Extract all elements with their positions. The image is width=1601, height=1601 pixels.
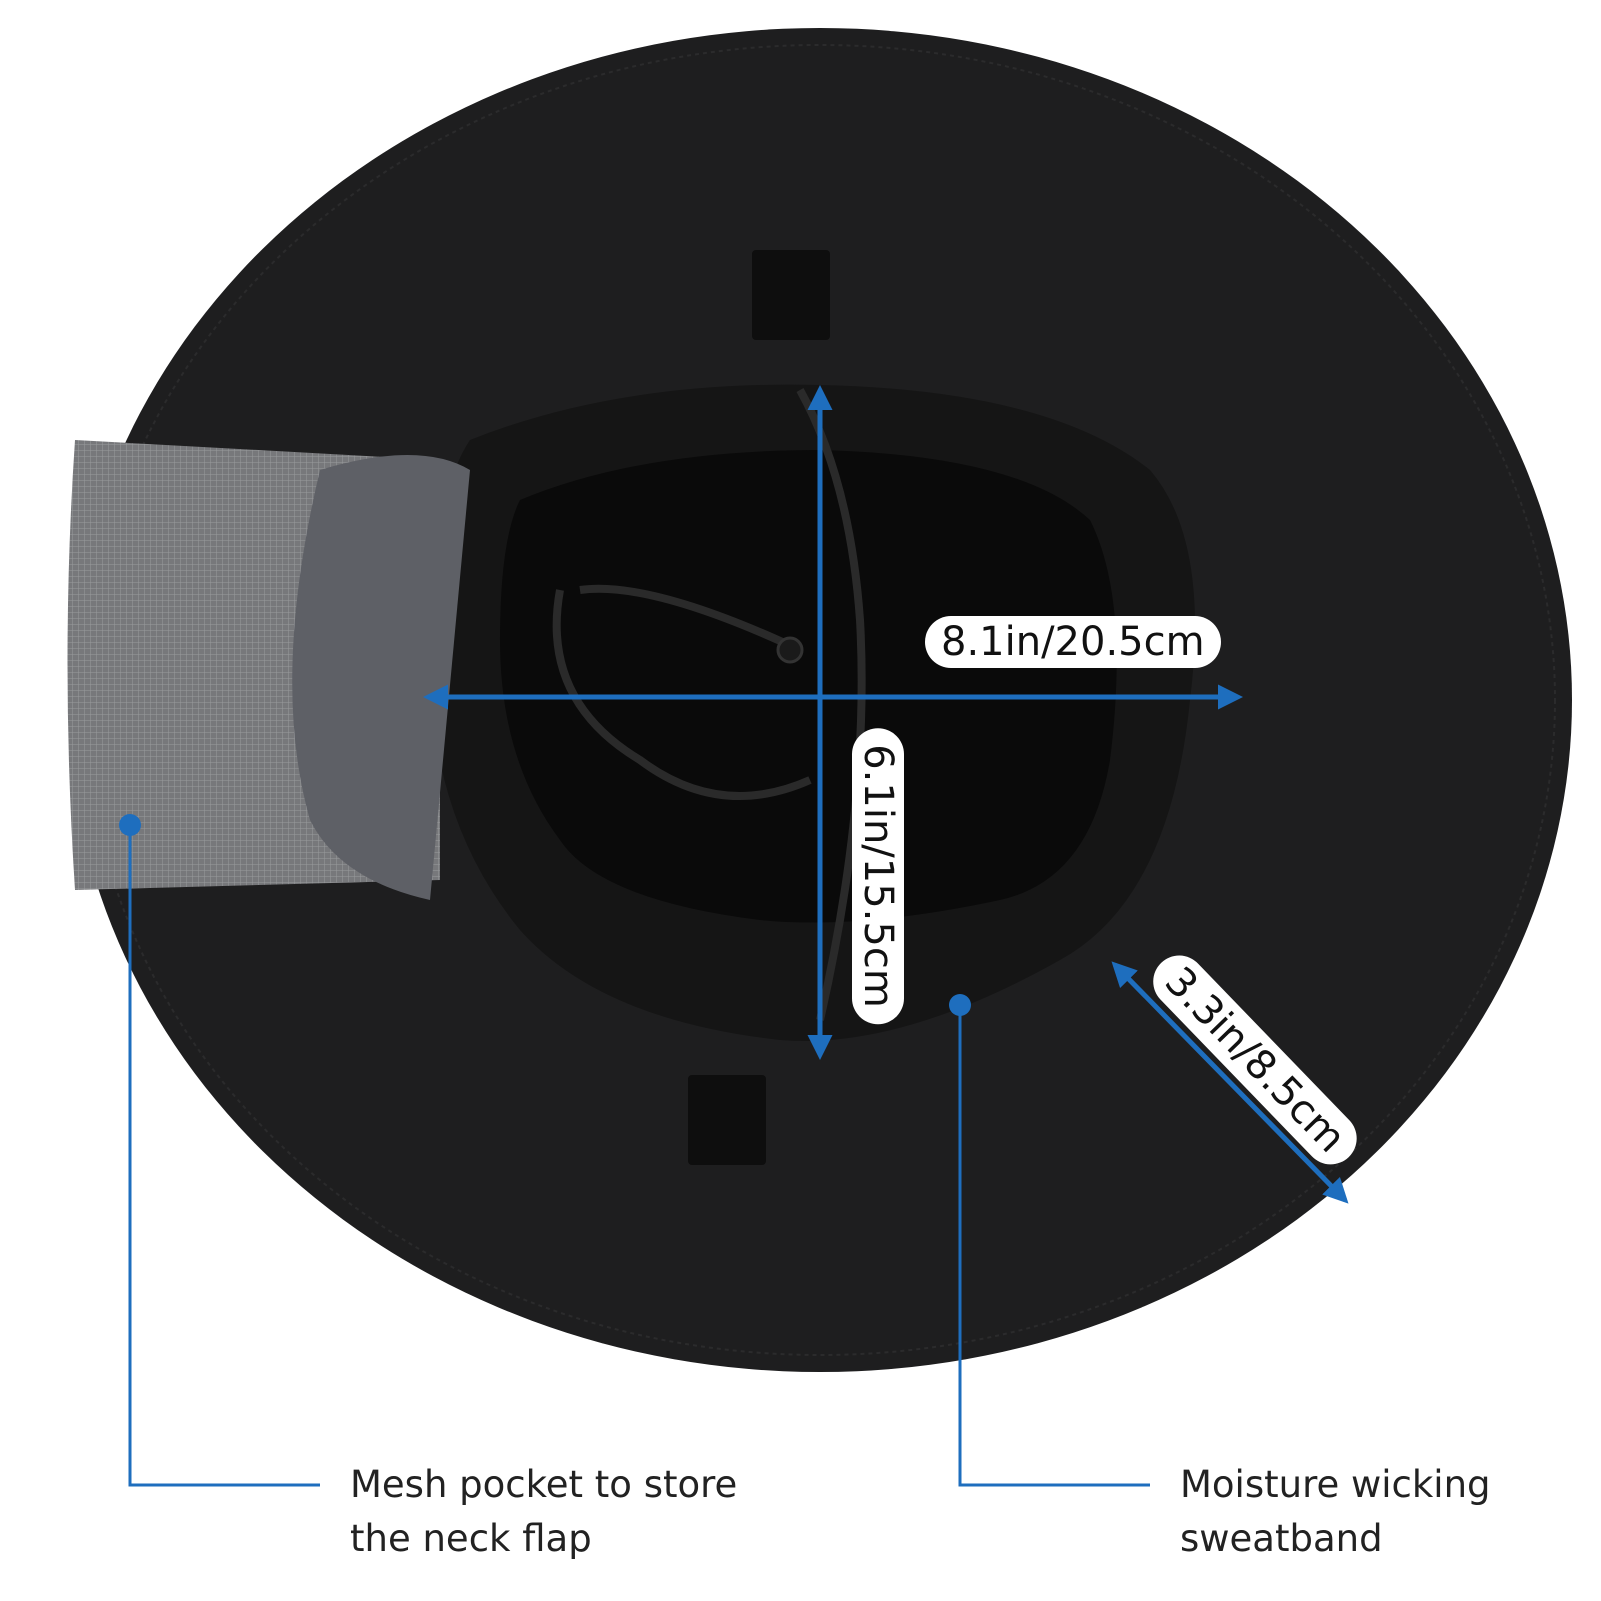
caption-line: the neck flap	[350, 1517, 592, 1560]
hat-crown-opening	[430, 384, 1195, 1042]
caption-line: Mesh pocket to store	[350, 1463, 738, 1506]
mesh-pocket-caption: Mesh pocket to store the neck flap	[350, 1458, 737, 1566]
velcro-top	[752, 250, 830, 340]
mesh-pocket	[67, 440, 470, 900]
caption-line: sweatband	[1180, 1517, 1383, 1560]
depth-measurement-label: 6.1in/15.5cm	[852, 728, 904, 1024]
caption-line: Moisture wicking	[1180, 1463, 1491, 1506]
brim-arrow	[1111, 961, 1349, 1204]
velcro-bottom	[688, 1075, 766, 1165]
dimension-lines	[423, 385, 1349, 1204]
sweatband-caption: Moisture wicking sweatband	[1180, 1458, 1491, 1566]
callout-lines	[119, 814, 1150, 1487]
width-measurement-label: 8.1in/20.5cm	[925, 616, 1221, 668]
